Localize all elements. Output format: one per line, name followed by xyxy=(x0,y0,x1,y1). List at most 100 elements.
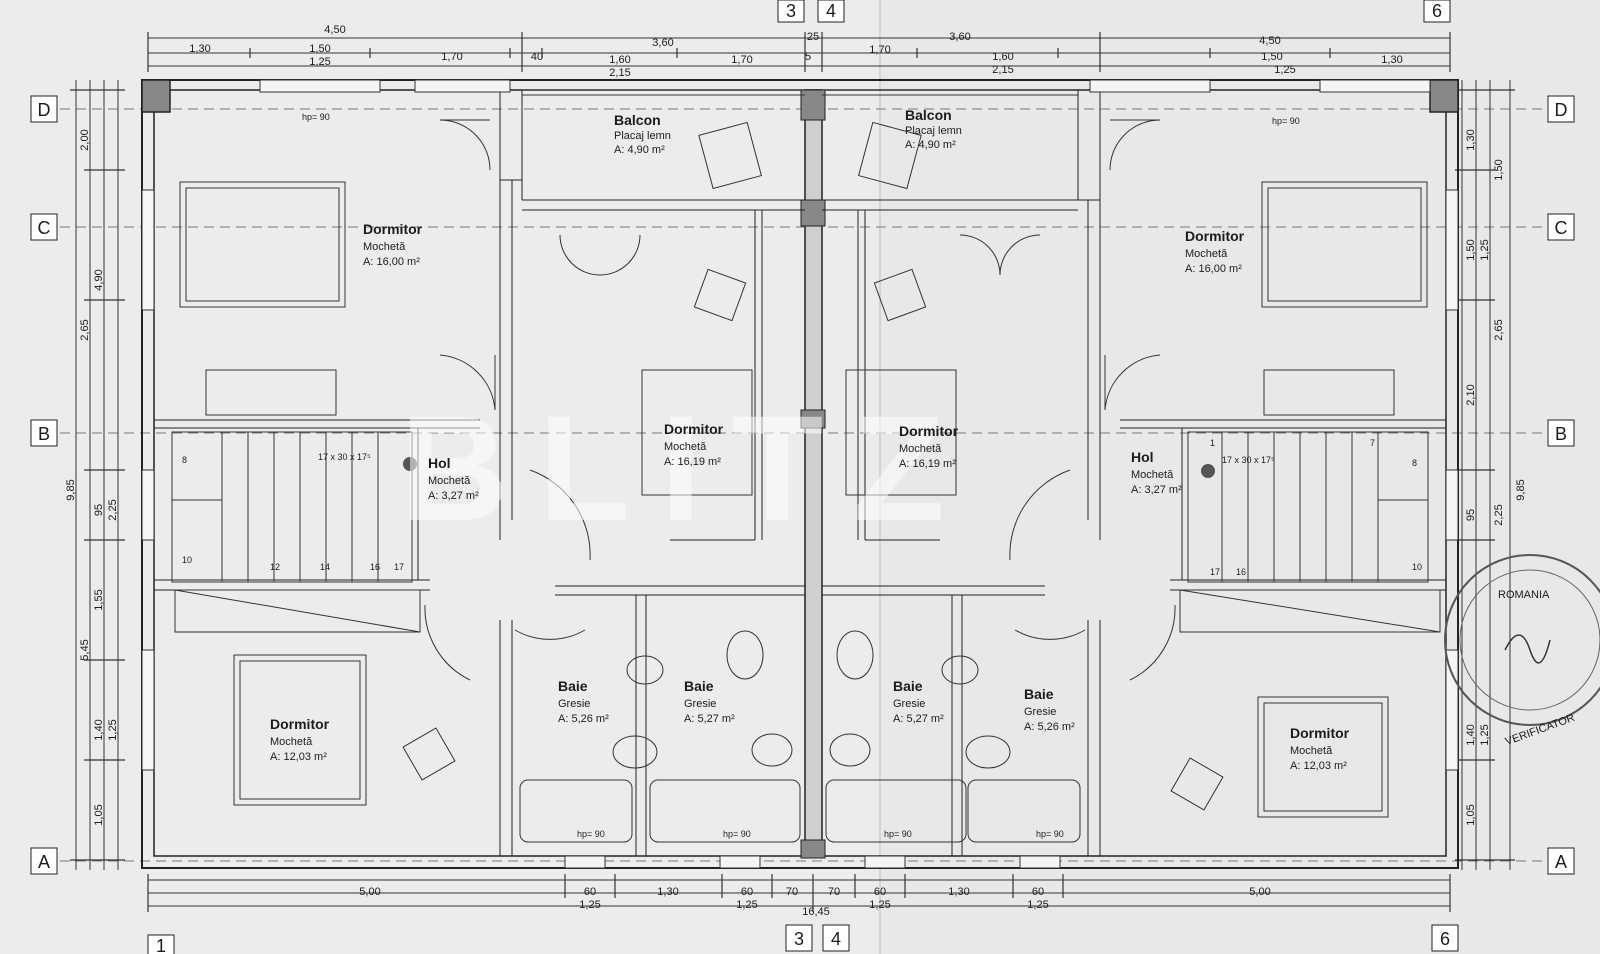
staircase-left xyxy=(171,431,413,583)
step-16-right: 16 xyxy=(1236,567,1246,577)
axis-row-b-right: B xyxy=(1555,424,1567,444)
dim-top-1-70-mid: 1,70 xyxy=(731,54,752,66)
dim-left-1-25: 1,25 xyxy=(107,719,119,740)
hp90-top-right: hp= 90 xyxy=(1272,116,1300,126)
dim-top-1-60-left: 1,60 xyxy=(609,54,630,66)
axis-col-4-bottom: 4 xyxy=(831,929,841,949)
room-finish: Mochetă xyxy=(1131,469,1174,481)
doors xyxy=(424,119,1176,681)
axis-col-4-top: 4 xyxy=(826,1,836,21)
bathtub-2 xyxy=(649,779,801,843)
dim-right-95: 95 xyxy=(1465,509,1477,521)
dim-left-2-65: 2,65 xyxy=(79,319,91,340)
stair-numbers: 8 10 12 14 16 17 1 7 8 10 17 16 17 x 30 … xyxy=(182,438,1422,577)
bathtub-1 xyxy=(519,779,633,843)
room-area: A: 16,00 m² xyxy=(363,256,420,268)
dim-top-1-50-right: 1,50 xyxy=(1261,51,1282,63)
room-finish: Mochetă xyxy=(899,443,942,455)
hp90-bath-2: hp= 90 xyxy=(723,829,751,839)
dim-right-1-25: 1,25 xyxy=(1479,239,1491,260)
room-dormitor-bottom-right: Dormitor Mochetă A: 12,03 m² xyxy=(1290,725,1350,772)
dim-bottom-1-30-a: 1,30 xyxy=(657,886,678,898)
step-8-left: 8 xyxy=(182,455,187,465)
room-finish: Mochetă xyxy=(363,241,406,253)
watermark: BLITZ xyxy=(400,384,975,552)
dim-right-total: 9,85 xyxy=(1515,479,1527,500)
dim-top-25: 25 xyxy=(807,31,819,43)
room-area: A: 3,27 m² xyxy=(1131,484,1182,496)
toilet-2 xyxy=(751,733,793,767)
axis-col-3-top: 3 xyxy=(786,1,796,21)
dim-top-40: 40 xyxy=(531,51,543,63)
room-area: A: 12,03 m² xyxy=(1290,760,1347,772)
dim-top-1-30-left: 1,30 xyxy=(189,43,210,55)
dim-right-2-65: 2,65 xyxy=(1493,319,1505,340)
room-area: A: 4,90 m² xyxy=(614,144,665,156)
room-area: A: 16,19 m² xyxy=(899,458,956,470)
sink-1 xyxy=(626,655,664,685)
balcony-railing xyxy=(522,89,1078,96)
chair-center-left xyxy=(693,268,747,322)
hall-marker-left xyxy=(403,457,417,471)
axis-col-1-bottom: 1 xyxy=(156,936,166,954)
sink-4 xyxy=(941,655,979,685)
dim-right-1-30: 1,30 xyxy=(1465,129,1477,150)
sink-2 xyxy=(726,630,764,680)
wardrobe-left xyxy=(174,589,421,633)
room-baie-3: Baie Gresie A: 5,27 m² xyxy=(893,678,944,725)
dim-left-95: 95 xyxy=(93,504,105,516)
bottom-dimension-chains xyxy=(147,874,1451,912)
dim-bottom-total: 16,45 xyxy=(802,906,830,918)
toilet-4 xyxy=(965,735,1011,769)
room-baie-4: Baie Gresie A: 5,26 m² xyxy=(1024,686,1075,733)
stamp-signature xyxy=(1504,634,1551,664)
hall-marker-right xyxy=(1201,464,1215,478)
room-name: Hol xyxy=(428,455,451,471)
top-dimension-labels: 4,50 3,60 25 3,60 4,50 1,30 1,50 1,70 40… xyxy=(189,24,1402,79)
dim-top-3-60-right: 3,60 xyxy=(949,31,970,43)
room-name: Dormitor xyxy=(363,221,423,237)
room-area: A: 16,19 m² xyxy=(664,456,721,468)
bottom-dimension-labels: 5,00 60 1,30 60 70 70 60 1,30 60 5,00 1,… xyxy=(359,886,1270,918)
toilet-1 xyxy=(612,735,658,769)
dim-bottom-60-b: 60 xyxy=(741,886,753,898)
dim-top-1-60-right: 1,60 xyxy=(992,51,1013,63)
room-area: A: 4,90 m² xyxy=(905,139,956,151)
dim-bottom-5-00-right: 5,00 xyxy=(1249,886,1270,898)
room-finish: Mochetă xyxy=(1290,745,1333,757)
axis-row-d-right: D xyxy=(1555,100,1568,120)
wardrobe-right xyxy=(1179,589,1441,633)
desk-top-right xyxy=(1263,369,1395,416)
step-10-left: 10 xyxy=(182,555,192,565)
step-10-right: 10 xyxy=(1412,562,1422,572)
center-right-room-box xyxy=(845,369,957,496)
step-1-right: 1 xyxy=(1210,438,1215,448)
step-14-left: 14 xyxy=(320,562,330,572)
axis-col-6-top: 6 xyxy=(1432,1,1442,21)
dim-left-1-40: 1,40 xyxy=(93,719,105,740)
room-area: A: 5,27 m² xyxy=(893,713,944,725)
dim-right-1-40: 1,40 xyxy=(1465,724,1477,745)
left-dimension-labels: 9,85 2,00 4,90 2,65 95 2,25 1,55 5,45 1,… xyxy=(65,129,119,825)
room-area: A: 5,26 m² xyxy=(1024,721,1075,733)
bed-top-right xyxy=(1261,181,1428,308)
center-left-room-box xyxy=(641,369,753,496)
room-finish: Placaj lemn xyxy=(614,130,671,142)
room-name: Baie xyxy=(1024,686,1054,702)
axis-row-d-left: D xyxy=(38,100,51,120)
left-dimension-chains xyxy=(70,80,125,870)
dim-left-2-25: 2,25 xyxy=(107,499,119,520)
dim-right-1-25: 1,25 xyxy=(1479,724,1491,745)
bottom-column-axes: 1 3 4 6 xyxy=(147,924,1459,954)
bed-bottom-right xyxy=(1257,696,1389,818)
axis-col-6-bottom: 6 xyxy=(1440,929,1450,949)
staircase-right xyxy=(1187,431,1429,583)
room-name: Baie xyxy=(893,678,923,694)
furniture xyxy=(174,121,1441,843)
room-finish: Gresie xyxy=(1024,706,1056,718)
room-name: Balcon xyxy=(905,107,952,123)
dim-top-1-25-right: 1,25 xyxy=(1274,64,1295,76)
bathtub-3 xyxy=(825,779,967,843)
right-dimension-chains xyxy=(1455,80,1515,870)
